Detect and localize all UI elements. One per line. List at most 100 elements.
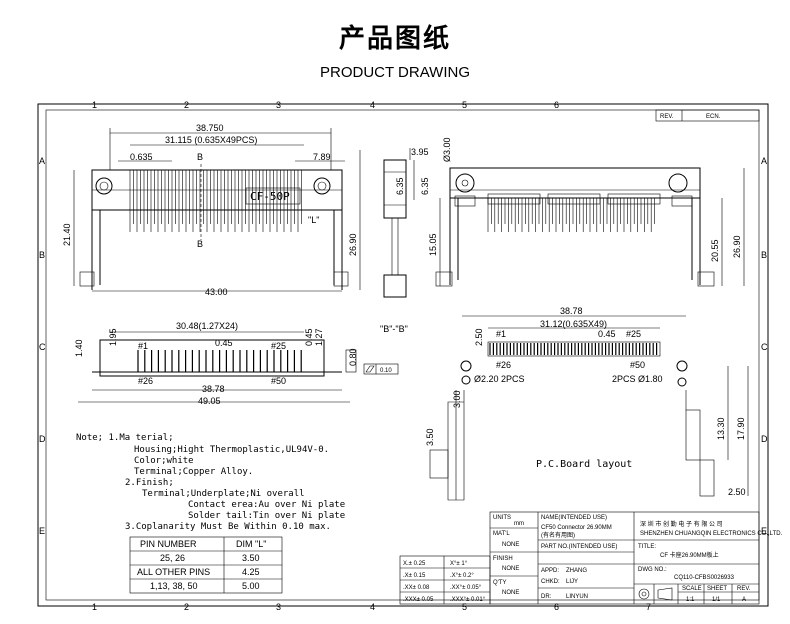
- dim-bottom-080: 0.80: [348, 348, 358, 366]
- tb-finish-label: FINISH: [493, 556, 513, 562]
- tb-qty-value: NONE: [502, 590, 519, 596]
- pcb-dim-1330: 13.30: [716, 417, 726, 440]
- pcb-pin50: #50: [630, 360, 645, 370]
- flatness-value: 0.10: [380, 368, 392, 374]
- dim-bottom-140: 1.40: [74, 339, 84, 357]
- top-view: 38.750 31.115 (0.635X49PCS) 0.635 7.89 B…: [62, 123, 361, 297]
- col-1-top: 1: [92, 100, 97, 110]
- tb-units-label: UNITS: [493, 515, 511, 521]
- tb-chkd-value: LIJY: [566, 579, 578, 585]
- pcb-dim-250b: 2.50: [728, 487, 746, 497]
- col-4-top: 4: [370, 100, 375, 110]
- note-line-9: 3.Coplanarity Must Be Within 0.10 max.: [125, 522, 331, 532]
- title-block: UNITS mm MAT'L NONE FINISH NONE Q'TY NON…: [489, 511, 783, 605]
- pcb-dim-250: 2.50: [474, 328, 484, 346]
- pcb-dim-300: 3.00: [452, 390, 462, 408]
- row-letters: A B C D E A B C D E: [39, 156, 768, 536]
- dim-bottom-4905: 49.05: [198, 396, 221, 406]
- dim-bottom-pitch: 30.48(1.27X24): [176, 321, 238, 331]
- row-d-right: D: [761, 434, 768, 444]
- row-c-left: C: [39, 342, 46, 352]
- section-b-bottom: B: [197, 239, 203, 249]
- top-view-pins: [129, 170, 302, 232]
- pcb-dim-350: 3.50: [425, 428, 435, 446]
- dim-side-635b: 6.35: [420, 177, 430, 195]
- pcb-pad-rows: [489, 343, 658, 355]
- tb-dwg-label: DWG NO.:: [638, 567, 667, 573]
- note-line-6: Terminal;Underplate;Ni overall: [142, 489, 305, 499]
- dim-top-2140: 21.40: [62, 223, 72, 246]
- col-4-bottom: 4: [370, 602, 375, 612]
- col-6-top: 6: [554, 100, 559, 110]
- col-5-top: 5: [462, 100, 467, 110]
- col-5-bottom: 5: [462, 602, 467, 612]
- tolerance-block: X.± 0.25 X°± 1° .X± 0.15 .X°± 0.2° .XX± …: [399, 555, 491, 605]
- tb-scale-label: SCALE: [682, 586, 702, 592]
- dim-side-395: 3.95: [411, 147, 429, 157]
- col-7-bottom: 7: [646, 602, 651, 612]
- pin26-label: #26: [138, 376, 153, 386]
- pcb-caption: P.C.Board layout: [536, 459, 632, 470]
- dim-right-1505: 15.05: [428, 233, 438, 256]
- dim-top-789: 7.89: [313, 152, 331, 162]
- row-e-right: E: [761, 526, 767, 536]
- pcb-dim-3112: 31.12(0.635X49): [540, 319, 607, 329]
- dim-top-0635: 0.635: [130, 152, 153, 162]
- tb-finish-value: NONE: [502, 566, 519, 572]
- tb-matl-label: MAT'L: [493, 531, 510, 537]
- tol-r3-c1: .XX± 0.08: [403, 585, 430, 591]
- revision-box: REV. ECN.: [655, 109, 760, 122]
- col-3-top: 3: [276, 100, 281, 110]
- pcb-pin25: #25: [626, 329, 641, 339]
- tol-r4-c1: .XXX± 0.05: [403, 597, 434, 603]
- dim-top-4300: 43.00: [205, 287, 228, 297]
- pin-table-r3-c1: 1,13, 38, 50: [150, 581, 198, 591]
- row-a-left: A: [39, 156, 45, 166]
- dim-right-2055: 20.55: [710, 239, 720, 262]
- tb-name-label: NAME(INTENDED USE): [541, 515, 607, 521]
- tol-r3-c2: .XX°± 0.05°: [450, 585, 482, 591]
- projection-symbol-icon: [638, 588, 650, 600]
- col-2-bottom: 2: [184, 602, 189, 612]
- tb-qty-label: Q'TY: [493, 580, 506, 586]
- pin-table-r1-c1: 25, 26: [160, 553, 185, 563]
- pcb-dim-3878: 38.78: [560, 306, 583, 316]
- page-title-en: PRODUCT DRAWING: [320, 64, 470, 81]
- pcb-pin26: #26: [496, 360, 511, 370]
- pin1-label: #1: [138, 341, 148, 351]
- tol-r1-c1: X.± 0.25: [403, 561, 426, 567]
- dim-bottom-045b: 0.45: [304, 328, 314, 346]
- pin-table-r2-c1: ALL OTHER PINS: [137, 567, 210, 577]
- col-6-bottom: 6: [554, 602, 559, 612]
- tb-rev-value: A: [742, 597, 746, 603]
- note-line-1: Note; 1.Ma terial;: [76, 433, 174, 443]
- section-caption: "B"-"B": [380, 324, 408, 334]
- page-title-cn: 产品图纸: [338, 24, 451, 54]
- section-b-top: B: [197, 152, 203, 162]
- tb-name-value: CF50 Connector 26.90MM: [541, 525, 612, 531]
- pin50-label: #50: [271, 376, 286, 386]
- dim-top-l: "L": [308, 215, 319, 225]
- note-line-3: Color;white: [134, 456, 194, 466]
- bottom-view: 30.48(1.27X24) #1 #25 #26 #50 0.45 38.78…: [74, 321, 399, 406]
- notes: Note; 1.Ma terial; Housing;Hight Thermop…: [76, 433, 345, 532]
- tb-chkd-label: CHKD:: [541, 579, 560, 585]
- rev-label: REV.: [660, 114, 674, 120]
- tb-sheet-label: SHEET: [707, 586, 727, 592]
- tb-company-cn: 深 圳 市 创 勤 电 子 有 限 公 司: [640, 520, 723, 528]
- pcb-pin1: #1: [496, 329, 506, 339]
- row-b-right: B: [761, 250, 767, 260]
- dim-top-total: 38.750: [196, 123, 224, 133]
- right-view: Ø3.00 15.05 20.55 26.90: [428, 137, 745, 287]
- pcb-dim-1790: 17.90: [736, 417, 746, 440]
- tol-r2-c1: .X± 0.15: [403, 573, 426, 579]
- pin-table: PIN NUMBER DIM "L" 25, 26 3.50 ALL OTHER…: [129, 536, 283, 594]
- tb-rev-label: REV.: [737, 586, 751, 592]
- tb-dr-value: LINYUN: [566, 594, 588, 600]
- note-line-8: Solder tail:Tin over Ni plate: [188, 511, 345, 521]
- dim-top-pitch: 31.115 (0.635X49PCS): [165, 135, 257, 145]
- note-line-2: Housing;Hight Thermoplastic,UL94V-0.: [134, 445, 329, 455]
- pcb-dim-045: 0.45: [598, 329, 616, 339]
- inner-frame: [45, 109, 760, 601]
